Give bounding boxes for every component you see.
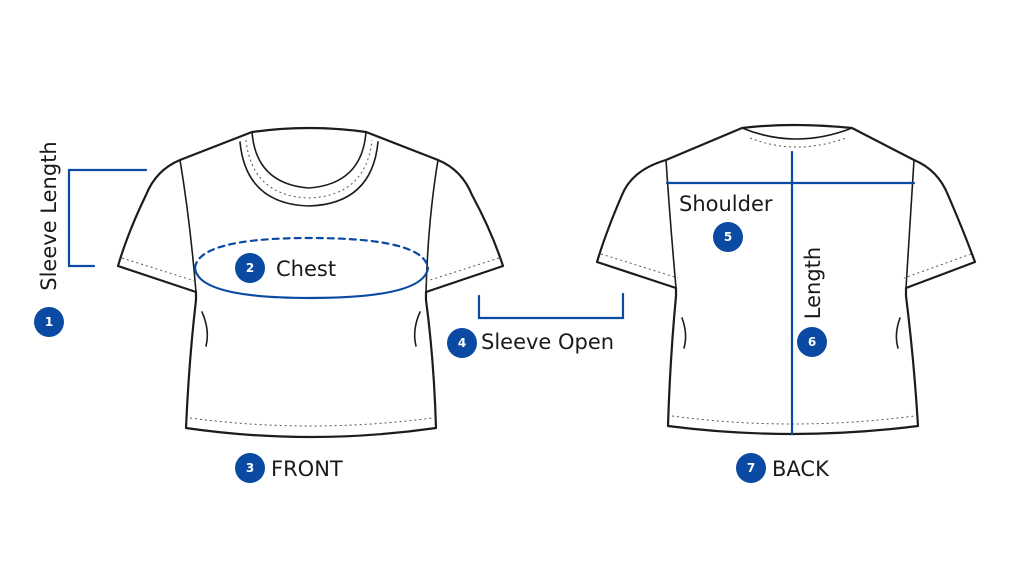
sleeve-open-label: Sleeve Open xyxy=(481,330,614,354)
sleeve-open-bracket xyxy=(477,292,625,320)
length-badge: 6 xyxy=(797,327,827,357)
measurement-guides xyxy=(67,150,916,436)
chest-label: Chest xyxy=(276,257,336,281)
back-collar-stitch xyxy=(749,137,847,148)
shoulder-label: Shoulder xyxy=(679,192,773,216)
back-view-badge: 7 xyxy=(736,453,766,483)
back-left-sleeve-seam xyxy=(665,159,677,289)
front-view-label: FRONT xyxy=(271,457,343,481)
front-collar-band xyxy=(239,141,379,207)
chest-badge: 2 xyxy=(235,253,265,283)
back-tshirt-outline xyxy=(595,123,977,436)
svg-text:4: 4 xyxy=(458,336,466,350)
sleeve-length-badge: 1 xyxy=(34,307,64,337)
back-tshirt xyxy=(595,123,977,436)
svg-text:3: 3 xyxy=(246,461,254,475)
sleeve-length-bracket xyxy=(67,168,148,268)
back-right-sleeve-seam xyxy=(905,159,915,289)
front-right-sleeve-seam xyxy=(425,159,439,293)
back-collar-line xyxy=(741,127,853,140)
front-left-sleeve-seam xyxy=(179,159,197,293)
sleeve-length-label: Sleeve Length xyxy=(37,141,61,290)
front-collar-inner xyxy=(251,131,367,189)
front-view-badge: 3 xyxy=(235,453,265,483)
sleeve-open-badge: 4 xyxy=(447,328,477,358)
front-left-fold xyxy=(201,311,209,347)
front-left-sleeve-hem xyxy=(121,257,199,283)
back-left-sleeve-hem xyxy=(600,253,679,279)
svg-text:7: 7 xyxy=(747,461,755,475)
front-right-fold xyxy=(413,311,421,347)
front-right-sleeve-hem xyxy=(423,257,500,283)
back-right-sleeve-hem xyxy=(903,253,972,279)
chest-back-arc xyxy=(193,236,430,270)
front-bottom-hem xyxy=(189,417,433,427)
shoulder-badge: 5 xyxy=(713,222,743,252)
back-left-fold xyxy=(681,317,687,349)
front-tshirt xyxy=(116,126,505,439)
svg-text:5: 5 xyxy=(724,230,732,244)
chest-front-arc xyxy=(193,266,430,300)
back-right-fold xyxy=(895,317,901,349)
front-collar-stitch xyxy=(245,139,373,199)
front-tshirt-outline xyxy=(116,126,505,439)
length-label: Length xyxy=(801,247,825,319)
back-view-label: BACK xyxy=(772,457,830,481)
svg-text:6: 6 xyxy=(808,335,816,349)
svg-text:1: 1 xyxy=(45,315,53,329)
svg-text:2: 2 xyxy=(246,261,254,275)
